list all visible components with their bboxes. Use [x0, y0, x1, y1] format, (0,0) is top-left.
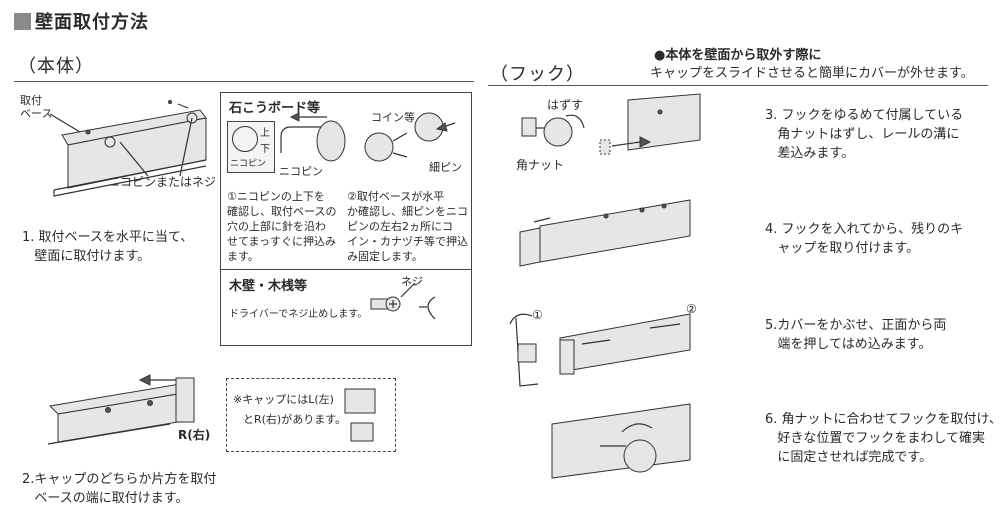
gypsum-text-1: ①ニコピンの上下を 確認し、取付ベースの 穴の上部に針を沿わ せてまっすぐに押込… — [227, 190, 337, 263]
hook-num-2: ② — [686, 302, 697, 316]
label-nut: 角ナット — [516, 158, 565, 172]
wood-heading: 木壁・木桟等 — [229, 279, 308, 294]
cap-note-line2: とR(右)があります。 — [243, 413, 347, 426]
gypsum-heading: 石こうボード等 — [229, 101, 321, 116]
label-pins: ニコピンまたはネジ — [108, 175, 217, 189]
label-coin: コイン等 — [371, 111, 415, 124]
step-4-text: 4. フックを入れてから、残りのキ ャップを取り付けます。 — [765, 222, 964, 256]
page-title-text: 壁面取付方法 — [35, 12, 149, 33]
face-name-label: ニコピン — [230, 159, 267, 169]
smiley-icon — [232, 126, 258, 152]
label-screw: ネジ — [401, 275, 423, 288]
gypsum-text-2: ②取付ベースが水平 か確認し、細ピンをニコ ピンの左右2ヵ所にコ イン・カナヅチ… — [347, 190, 468, 263]
hook-num-1: ① — [532, 308, 543, 322]
nikopin-face: 上 下 ニコピン — [227, 121, 275, 173]
note-body: キャップをスライドさせると簡単にカバーが外せます。 — [650, 66, 974, 81]
cap-r-label: R(右) — [178, 428, 211, 442]
page-title: 壁面取付方法 — [14, 8, 149, 34]
screwdriver-illustration — [370, 282, 436, 320]
section-hook-header: （フック） — [490, 64, 585, 85]
step-5-text: 5.カバーをかぶせ、正面から両 端を押してはめ込みます。 — [765, 318, 947, 352]
step-3-text: 3. フックをゆるめて付属している 角ナットはずし、レールの溝に 差込みます。 — [765, 108, 964, 161]
step-1-text: 1. 取付ベースを水平に当て、 壁面に取付けます。 — [22, 230, 194, 264]
box-divider — [221, 269, 471, 270]
cap-note-line1: ※キャップにはL(左) — [233, 393, 334, 406]
cap-note-box: ※キャップにはL(左) とR(右)があります。 — [226, 378, 396, 452]
label-base: 取付 ベース — [20, 94, 53, 120]
label-nikopin: ニコピン — [279, 165, 323, 178]
cap-lr-illustration — [344, 388, 376, 442]
face-top-label: 上 — [260, 128, 270, 139]
section-main-rule — [14, 81, 474, 82]
wood-text: ドライバーでネジ止めします。 — [229, 309, 368, 320]
face-bottom-label: 下 — [260, 144, 270, 155]
label-remove: はずす — [547, 98, 584, 112]
label-pin: 細ピン — [429, 161, 462, 174]
note-title: ●本体を壁面から取外す際に — [654, 48, 822, 63]
step-6-text: 6. 角ナットに合わせてフックを取付け、 好きな位置でフックをまわして確実 に固… — [765, 412, 1000, 465]
section-main-header: （本体） — [18, 56, 94, 77]
section-hook-rule — [488, 85, 988, 86]
title-square-icon — [14, 12, 31, 30]
mounting-methods-box: 石こうボード等 コイン等 ニコピン 細ピン 上 下 ニコピン ①ニコピンの上下を… — [220, 92, 472, 346]
gypsum-illustration — [280, 112, 456, 162]
step-2-text: 2.キャップのどちらか片方を取付 ベースの端に取付けます。 — [22, 472, 217, 506]
